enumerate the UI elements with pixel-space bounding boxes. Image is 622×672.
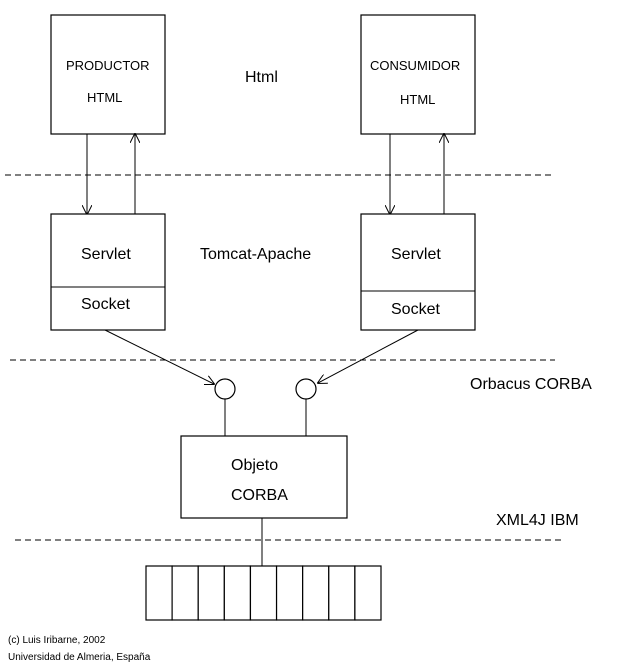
footer-copyright: (c) Luis Iribarne, 2002 xyxy=(8,635,106,646)
corba-interface-right xyxy=(295,378,317,400)
servlet-label-left: Servlet xyxy=(81,246,131,263)
socket-label-right: Socket xyxy=(391,301,440,318)
consumer-label: CONSUMIDOR xyxy=(370,58,460,73)
storage-cell xyxy=(354,565,382,621)
storage-cell xyxy=(171,565,199,621)
consumer-box: CONSUMIDOR HTML xyxy=(360,14,476,135)
corba-object-label: Objeto xyxy=(231,457,278,474)
layer-label-html: Html xyxy=(245,69,278,86)
socket-label-left: Socket xyxy=(81,296,130,313)
servlet-box-right: Servlet Socket xyxy=(360,213,476,331)
corba-interface-left xyxy=(214,378,236,400)
consumer-format: HTML xyxy=(400,92,435,107)
servlet-label-right: Servlet xyxy=(391,246,441,263)
servlet-box-left: Servlet Socket xyxy=(50,213,166,331)
layer-label-tomcat: Tomcat-Apache xyxy=(200,246,311,263)
corba-object-label-2: CORBA xyxy=(231,487,288,504)
producer-label: PRODUCTOR xyxy=(66,58,150,73)
xml-storage xyxy=(145,565,382,621)
storage-cell xyxy=(223,565,252,621)
footer-institution: Universidad de Almeria, España xyxy=(8,652,151,663)
storage-cell xyxy=(249,565,278,621)
corba-object-box: Objeto CORBA xyxy=(180,435,348,519)
producer-box: PRODUCTOR HTML xyxy=(50,14,166,135)
arrow-socket-right-to-interface xyxy=(318,329,419,383)
storage-cell xyxy=(302,565,330,621)
producer-format: HTML xyxy=(87,90,122,105)
storage-cell xyxy=(328,565,356,621)
layer-label-orbacus: Orbacus CORBA xyxy=(470,376,592,393)
storage-cell xyxy=(197,565,225,621)
storage-cell xyxy=(275,565,304,621)
arrow-socket-left-to-interface xyxy=(104,329,214,384)
storage-cell xyxy=(145,565,173,621)
layer-label-xml4j: XML4J IBM xyxy=(496,512,579,529)
